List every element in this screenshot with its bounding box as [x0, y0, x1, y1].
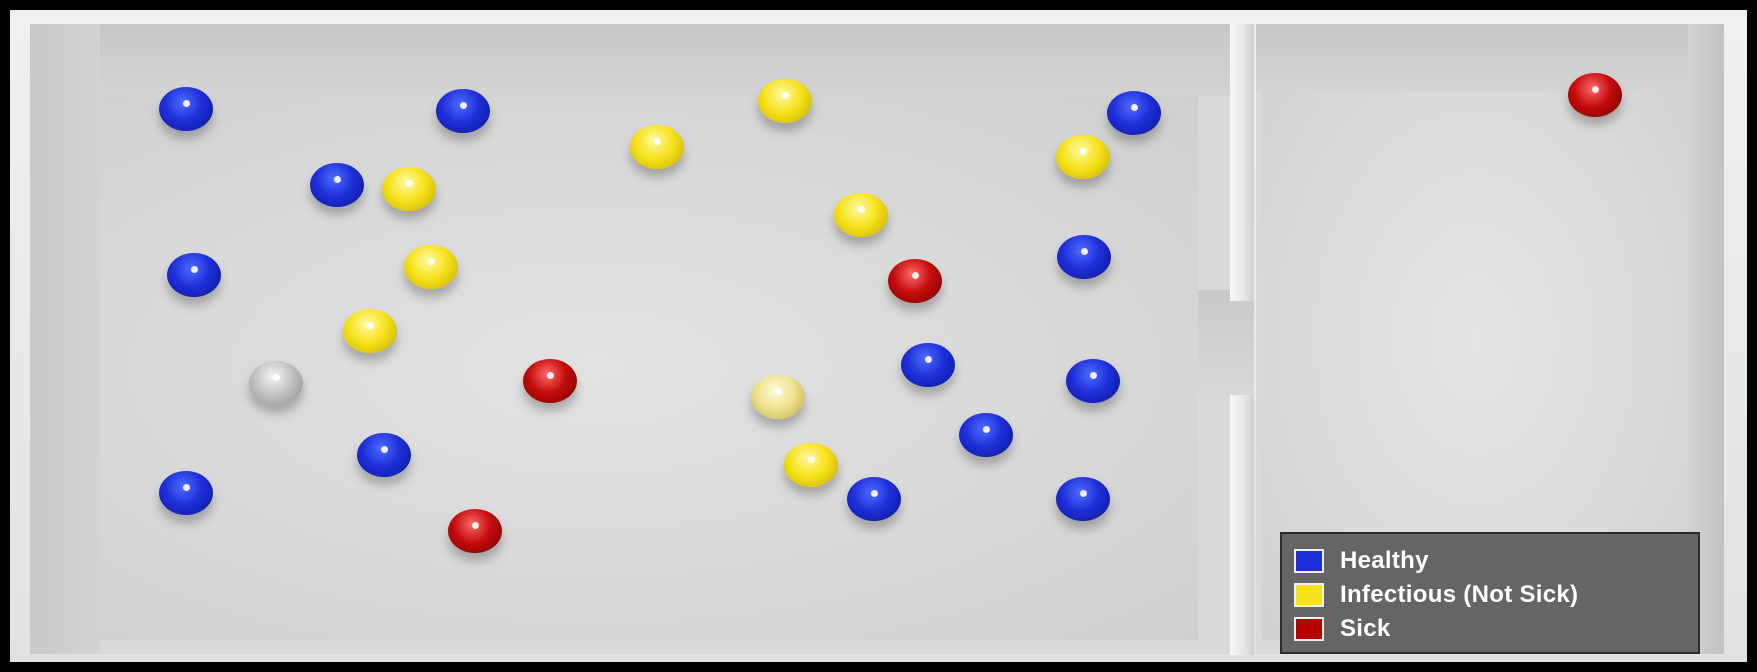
left-room-back-wall: [30, 24, 1232, 96]
doorway: [1198, 290, 1254, 400]
person-ball: [167, 253, 221, 297]
person-ball: [630, 125, 684, 169]
person-ball: [404, 245, 458, 289]
right-room-back-wall: [1256, 24, 1724, 92]
legend-swatch-infectious: [1294, 583, 1324, 607]
simulation-scene: Healthy Infectious (Not Sick) Sick: [10, 10, 1747, 662]
person-ball: [1057, 235, 1111, 279]
person-ball: [1066, 359, 1120, 403]
left-room-side-wall: [30, 24, 100, 654]
person-ball: [436, 89, 490, 133]
legend-item-healthy: Healthy: [1294, 544, 1686, 578]
legend: Healthy Infectious (Not Sick) Sick: [1280, 532, 1700, 654]
legend-label-sick: Sick: [1340, 615, 1391, 643]
person-ball: [382, 167, 436, 211]
legend-label-healthy: Healthy: [1340, 547, 1429, 575]
person-ball: [343, 309, 397, 353]
person-ball: [959, 413, 1013, 457]
legend-item-sick: Sick: [1294, 612, 1686, 646]
person-ball: [357, 433, 411, 477]
legend-swatch-healthy: [1294, 549, 1324, 573]
person-ball: [159, 471, 213, 515]
person-ball: [847, 477, 901, 521]
person-ball-isolated: [1568, 73, 1622, 117]
divider-wall-top: [1230, 24, 1254, 301]
person-ball: [310, 163, 364, 207]
person-ball: [784, 443, 838, 487]
divider-wall-bottom: [1230, 395, 1254, 655]
person-ball: [758, 79, 812, 123]
person-ball: [448, 509, 502, 553]
person-ball: [901, 343, 955, 387]
person-ball: [1056, 477, 1110, 521]
person-ball: [888, 259, 942, 303]
legend-label-infectious: Infectious (Not Sick): [1340, 581, 1578, 609]
person-ball: [249, 361, 303, 405]
legend-swatch-sick: [1294, 617, 1324, 641]
person-ball: [834, 193, 888, 237]
person-ball: [1107, 91, 1161, 135]
person-ball: [1056, 135, 1110, 179]
person-ball: [159, 87, 213, 131]
person-ball: [751, 375, 805, 419]
person-ball: [523, 359, 577, 403]
legend-item-infectious: Infectious (Not Sick): [1294, 578, 1686, 612]
